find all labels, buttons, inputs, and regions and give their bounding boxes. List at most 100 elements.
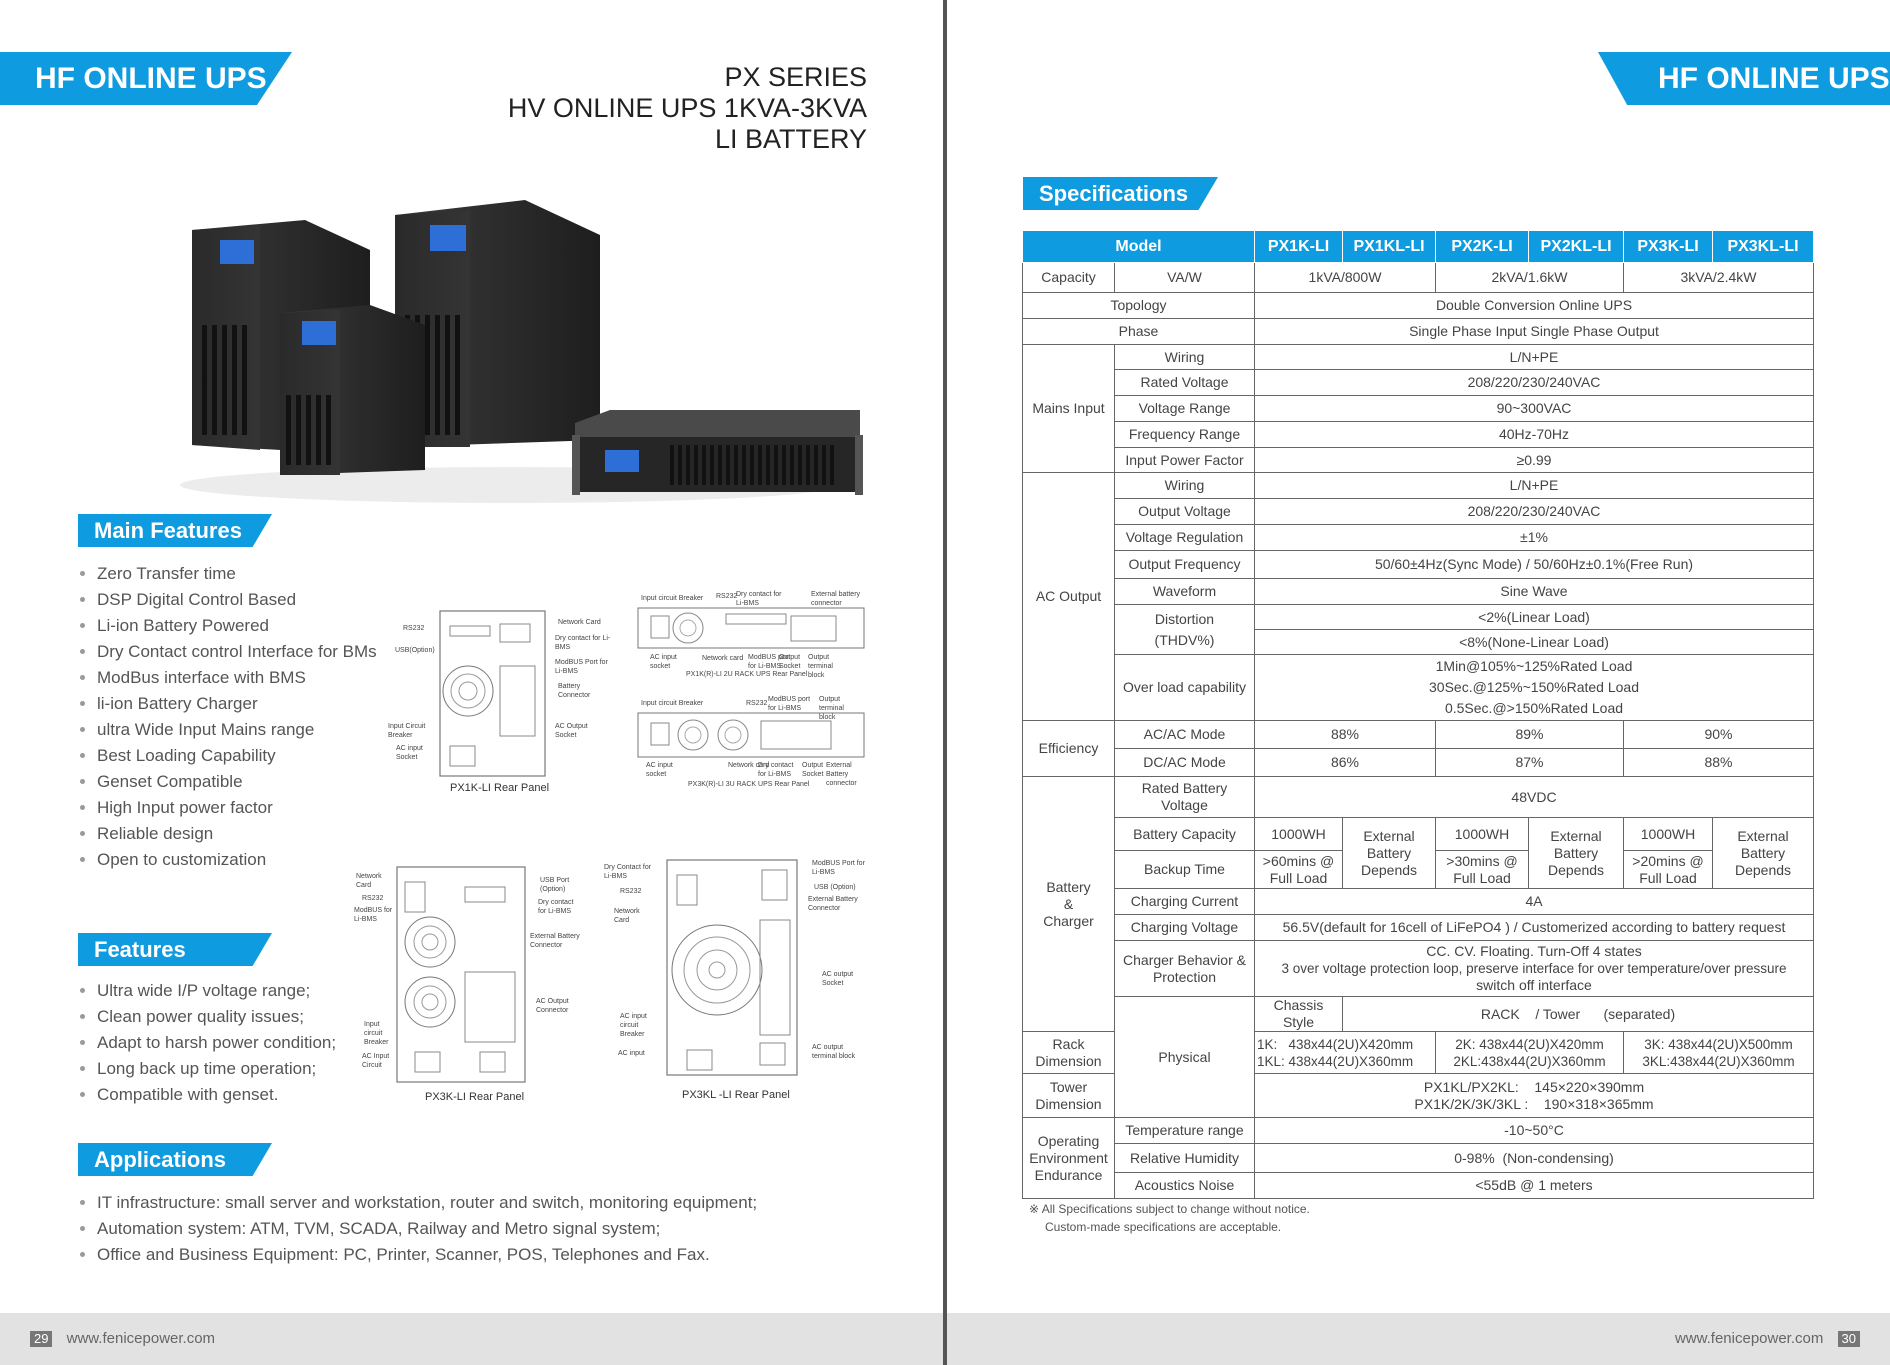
- row-sublabel: Relative Humidity: [1114, 1143, 1255, 1173]
- tower-dim-line: PX1K/2K/3K/3KL : 190×318×365mm: [1414, 1095, 1654, 1112]
- diagram-label: AC input socket: [650, 654, 677, 670]
- page-number: 29: [30, 1331, 53, 1347]
- backup-line: >20mins @: [1632, 852, 1704, 869]
- note-line: Custom-made specifications are acceptabl…: [1045, 1220, 1282, 1234]
- cell: >20mins @ Full Load: [1623, 850, 1713, 889]
- row-sublabel: Wiring: [1114, 344, 1255, 370]
- table-row: Capacity VA/W 1kVA/800W 2kVA/1.6kW 3kVA/…: [1022, 262, 1814, 293]
- row-sublabel: Input Power Factor: [1114, 447, 1255, 473]
- cell: ±1%: [1254, 524, 1814, 551]
- table-row: DC/AC Mode 86% 87% 88%: [1023, 748, 1814, 777]
- product-photo: [180, 200, 863, 503]
- table-row: Frequency Range 40Hz-70Hz: [1023, 421, 1814, 448]
- cell: 2K: 438x44(2U)X420mm 2KL:438x44(2U)X360m…: [1435, 1031, 1624, 1074]
- applications-heading: Applications: [78, 1143, 272, 1176]
- cell: Single Phase Input Single Phase Output: [1254, 318, 1814, 345]
- list-item: Zero Transfer time: [80, 561, 377, 587]
- cell: PX1KL/PX2KL: 145×220×390mm PX1K/2K/3K/3K…: [1254, 1073, 1814, 1118]
- list-item: Compatible with genset.: [80, 1082, 336, 1108]
- group-label: Physical: [1114, 996, 1255, 1118]
- table-row: Over load capability 1Min@105%~125%Rated…: [1023, 654, 1814, 721]
- cell: 1Min@105%~125%Rated Load 30Sec.@125%~150…: [1254, 654, 1814, 721]
- page-number: 30: [1837, 1331, 1860, 1347]
- backup-line: >60mins @: [1262, 852, 1335, 869]
- diagram-label: USB(Option): [395, 647, 435, 654]
- diagram-caption: PX1K(R)-LI 2U RACK UPS Rear Panel: [686, 671, 808, 678]
- diagram-label: RS232: [716, 593, 738, 600]
- cell: 1kVA/800W: [1254, 262, 1436, 293]
- rack-dim-line: 3K: 438x44(2U)X500mm: [1644, 1036, 1793, 1052]
- diagram-label: USB (Option): [814, 884, 856, 891]
- table-row: Phase Single Phase Input Single Phase Ou…: [1022, 318, 1814, 345]
- external-battery: Depends: [1734, 861, 1792, 878]
- cell: 1000WH: [1435, 817, 1529, 851]
- table-row: Charging Voltage 56.5V(default for 16cel…: [1023, 914, 1814, 941]
- diagram-label: Network card: [728, 762, 770, 769]
- group-label-line: Operating: [1037, 1132, 1100, 1149]
- external-battery: External: [1363, 827, 1415, 844]
- cell: 90%: [1623, 720, 1814, 749]
- table-row: Voltage Regulation ±1%: [1023, 524, 1814, 551]
- rack-dim-line: 2KL:438x44(2U)X360mm: [1453, 1053, 1606, 1069]
- diagram-label: ModBUS Port for Li-BMS: [555, 659, 608, 675]
- table-row: Rated Voltage 208/220/230/240VAC: [1023, 369, 1814, 396]
- row-sublabel: Distortion (THDV%): [1114, 604, 1255, 655]
- group-label: Operating Environment Endurance: [1022, 1117, 1115, 1199]
- note-line: ※ All Specifications subject to change w…: [1029, 1202, 1310, 1216]
- row-sublabel: Frequency Range: [1114, 421, 1255, 448]
- table-row: <8%(None-Linear Load): [1023, 629, 1814, 655]
- charger-label: Charger Behavior &: [1123, 951, 1246, 968]
- cell: 87%: [1435, 748, 1624, 777]
- group-label: AC Output: [1022, 472, 1115, 721]
- cell: 2kVA/1.6kW: [1435, 262, 1624, 293]
- brand-banner: HF ONLINE UPS: [1598, 52, 1890, 105]
- list-item: Dry Contact control Interface for BMs: [80, 639, 377, 665]
- cell: <2%(Linear Load): [1254, 604, 1814, 630]
- cell: Double Conversion Online UPS: [1254, 292, 1814, 319]
- cell: -10~50°C: [1254, 1117, 1814, 1144]
- cell: 56.5V(default for 16cell of LiFePO4 ) / …: [1254, 914, 1814, 941]
- table-row: Operating Environment Endurance Temperat…: [1022, 1117, 1814, 1199]
- cell: 88%: [1254, 720, 1436, 749]
- header-px2k: PX2K-LI: [1435, 230, 1529, 263]
- website-link[interactable]: www.fenicepower.com: [66, 1330, 216, 1347]
- diagram-label: ModBUS port for Li-BMS: [748, 654, 791, 670]
- charger-line: CC. CV. Floating. Turn-Off 4 states: [1426, 943, 1642, 959]
- row-sublabel: AC/AC Mode: [1114, 720, 1255, 749]
- distortion-label: (THDV%): [1154, 631, 1215, 648]
- diagram-label: AC input socket: [646, 762, 673, 778]
- list-item: Long back up time operation;: [80, 1056, 336, 1082]
- px3k-rear-panel-diagram: Network Card RS232 ModBUS for Li-BMS USB…: [350, 862, 580, 1107]
- cell: RACK / Tower (separated): [1342, 996, 1814, 1032]
- brand-banner: HF ONLINE UPS: [0, 52, 292, 105]
- group-label-line: Charger: [1043, 912, 1094, 929]
- row-sublabel: VA/W: [1114, 262, 1255, 293]
- table-row: Relative Humidity 0-98% (Non-condensing): [1023, 1143, 1814, 1173]
- row-label: Capacity: [1022, 262, 1115, 293]
- list-item: Adapt to harsh power condition;: [80, 1030, 336, 1056]
- row-sublabel: Chassis Style: [1254, 996, 1343, 1032]
- rack-rear-panel-diagram: Input circuit Breaker RS232 Dry contact …: [636, 590, 866, 680]
- diagram-caption: PX3K(R)-LI 3U RACK UPS Rear Panel: [688, 781, 810, 788]
- cell: External Battery Depends: [1712, 817, 1814, 889]
- diagram-label: Dry contact for Li-BMS: [555, 635, 611, 651]
- diagram-label: Network Card: [614, 908, 640, 924]
- px3kl-rear-panel-diagram: Dry Contact for Li-BMS RS232 Network Car…: [602, 855, 872, 1105]
- website-link[interactable]: www.fenicepower.com: [1674, 1330, 1824, 1347]
- row-label: Phase: [1022, 318, 1255, 345]
- row-sublabel: Waveform: [1114, 578, 1255, 605]
- diagram-label: AC output terminal block: [812, 1044, 856, 1060]
- table-row: AC Output Wiring L/N+PE: [1022, 472, 1814, 721]
- rack-drawing: [637, 607, 865, 649]
- row-sublabel: Charging Current: [1114, 888, 1255, 915]
- diagram-label: USB Port (Option): [540, 877, 570, 893]
- diagram-label: Network Card: [356, 873, 382, 889]
- diagram-label: External Battery connector: [826, 762, 857, 787]
- lcd-screen: [430, 225, 466, 251]
- row-label: Topology: [1022, 292, 1255, 319]
- diagram-label: Input circuit Breaker: [364, 1021, 389, 1046]
- applications-list: IT infrastructure: small server and work…: [80, 1190, 757, 1268]
- header-px1k: PX1K-LI: [1254, 230, 1343, 263]
- rack-rear-panel-diagram: Input circuit Breaker RS232 ModBUS port …: [636, 695, 866, 790]
- diagram-caption: PX3K-LI Rear Panel: [425, 1091, 525, 1103]
